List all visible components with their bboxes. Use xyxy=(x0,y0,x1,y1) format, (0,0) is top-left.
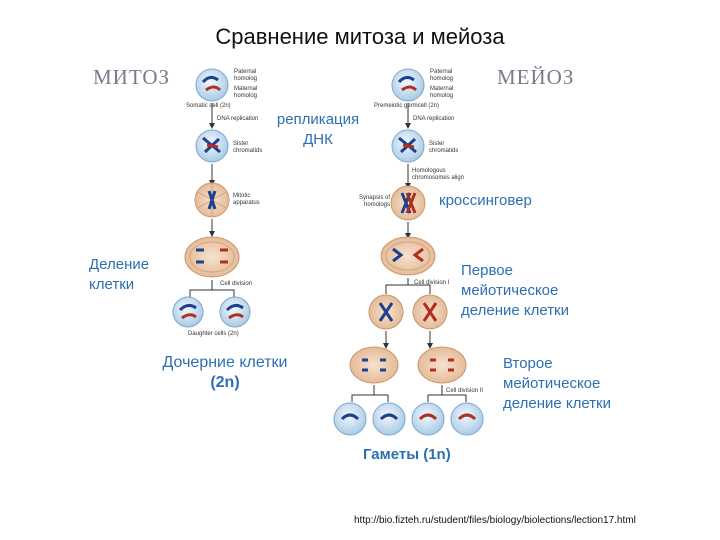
mei-sister-label: Sister chromatids xyxy=(429,141,459,154)
cell-div-1-label: Cell division I xyxy=(414,280,450,286)
mitotic-app-label: Mitotic apparatus xyxy=(233,193,260,206)
mitosis-daughter-cell-right xyxy=(219,296,251,328)
meiosis-first-division-cell xyxy=(380,236,436,276)
mitosis-daughter-cell-left xyxy=(172,296,204,328)
arrow xyxy=(351,385,389,402)
meiosis-secondary-cell-left xyxy=(368,294,404,330)
meiosis-sister-chromatids-cell xyxy=(391,129,425,163)
meiosis-second-division-left xyxy=(349,346,399,384)
crossing-over-label: кроссинговер xyxy=(439,192,532,209)
synapsis-label: Synapsis of homologs xyxy=(358,195,390,208)
mitosis-mitotic-apparatus-cell xyxy=(194,182,230,218)
arrow xyxy=(427,385,467,402)
mit-sister-label: Sister chromatids xyxy=(233,141,263,154)
mit-cell-div-label: Cell division xyxy=(220,281,253,287)
mei-maternal-label: Maternal homolog xyxy=(430,86,454,99)
mit-dna-rep-label: DNA replication xyxy=(217,116,259,122)
gametes-label: Гаметы (1n) xyxy=(363,446,451,463)
gamete-cell-2 xyxy=(372,402,406,436)
mit-paternal-label: Paternal homolog xyxy=(234,69,258,82)
source-url: http://bio.fizteh.ru/student/files/biolo… xyxy=(354,515,636,526)
mei-dna-rep-label: DNA replication xyxy=(413,116,455,122)
homologous-align-label: Homologous chromosomes align xyxy=(412,168,465,181)
mit-maternal-label: Maternal homolog xyxy=(234,86,258,99)
gamete-cell-4 xyxy=(450,402,484,436)
meiosis-second-division-right xyxy=(417,346,467,384)
daughter-cells-label: Дочерние клетки(2n) xyxy=(162,354,288,391)
mitosis-sister-chromatids-cell xyxy=(195,129,229,163)
cell-div-2-label: Cell division II xyxy=(446,388,484,394)
premeiotic-label: Premeiotic germcell (2n) xyxy=(374,103,440,109)
arrow xyxy=(189,280,235,298)
meiosis-synapsis-cell xyxy=(390,185,426,221)
mitosis-somatic-cell xyxy=(195,68,229,102)
mitosis-dividing-cell xyxy=(184,236,240,278)
page-title: Сравнение митоза и мейоза xyxy=(215,24,505,49)
mei-paternal-label: Paternal homolog xyxy=(430,69,454,82)
mitosis-header: МИТОЗ xyxy=(93,65,171,89)
daughter-small-label: Daughter cells (2n) xyxy=(188,331,239,337)
gamete-cell-1 xyxy=(333,402,367,436)
meiosis-secondary-cell-right xyxy=(412,294,448,330)
meiosis-germcell xyxy=(391,68,425,102)
gamete-cell-3 xyxy=(411,402,445,436)
somatic-cell-label: Somatic cell (2n) xyxy=(186,103,231,109)
arrow xyxy=(385,278,431,294)
meiosis-header: МЕЙОЗ xyxy=(497,65,575,89)
